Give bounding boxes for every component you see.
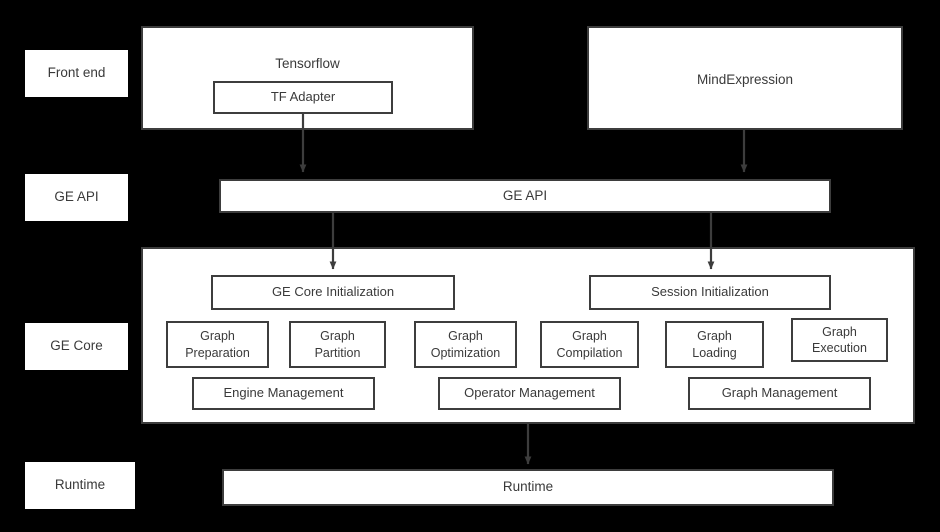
session-initialization-box[interactable]: Session Initialization	[589, 275, 831, 310]
graph-loading-box[interactable]: Graph Loading	[665, 321, 764, 368]
graph-execution-line2: Execution	[812, 341, 867, 355]
layer-label-runtime: Runtime	[25, 462, 135, 509]
graph-compilation-label: Graph Compilation	[556, 328, 622, 361]
operator-management-box[interactable]: Operator Management	[438, 377, 621, 410]
graph-optimization-label: Graph Optimization	[431, 328, 500, 361]
graph-partition-label: Graph Partition	[315, 328, 361, 361]
tensorflow-title: Tensorflow	[275, 56, 340, 71]
layer-label-ge-core: GE Core	[25, 323, 128, 370]
graph-management-label: Graph Management	[721, 385, 838, 401]
layer-label-front-end: Front end	[25, 50, 128, 97]
graph-preparation-label: Graph Preparation	[185, 328, 250, 361]
graph-loading-line1: Graph	[697, 329, 732, 344]
graph-preparation-line1: Graph	[200, 329, 235, 344]
runtime-bar[interactable]: Runtime	[222, 469, 834, 506]
graph-optimization-line1: Graph	[448, 329, 483, 344]
graph-compilation-line1: Graph	[572, 329, 607, 344]
ge-api-bar[interactable]: GE API	[219, 179, 831, 213]
ge-core-initialization-label: GE Core Initialization	[271, 284, 395, 300]
mindexpression-title: MindExpression	[696, 72, 794, 87]
ge-api-bar-label: GE API	[502, 187, 548, 203]
session-initialization-label: Session Initialization	[651, 284, 769, 300]
layer-label-ge-api: GE API	[25, 174, 128, 221]
graph-execution-box[interactable]: Graph Execution	[791, 318, 888, 362]
graph-optimization-line2: Optimization	[430, 345, 501, 360]
graph-optimization-box[interactable]: Graph Optimization	[414, 321, 517, 368]
graph-partition-line1: Graph	[320, 329, 355, 344]
layer-label-front-end-text: Front end	[47, 65, 106, 81]
graph-partition-line2: Partition	[314, 345, 361, 360]
graph-preparation-line2: Preparation	[185, 345, 250, 360]
graph-execution-label: Graph Execution	[812, 324, 867, 357]
graph-partition-box[interactable]: Graph Partition	[289, 321, 386, 368]
runtime-bar-label: Runtime	[502, 479, 554, 495]
tf-adapter-label: TF Adapter	[270, 89, 336, 105]
layer-label-ge-api-text: GE API	[54, 189, 99, 205]
graph-management-box[interactable]: Graph Management	[688, 377, 871, 410]
graph-compilation-line2: Compilation	[556, 345, 623, 360]
graph-loading-label: Graph Loading	[692, 328, 737, 361]
graph-preparation-box[interactable]: Graph Preparation	[166, 321, 269, 368]
layer-label-runtime-text: Runtime	[54, 477, 106, 493]
graph-loading-line2: Loading	[692, 345, 737, 360]
engine-management-label: Engine Management	[223, 385, 344, 401]
tf-adapter-box[interactable]: TF Adapter	[213, 81, 393, 114]
tensorflow-container[interactable]: Tensorflow	[141, 26, 474, 130]
ge-core-initialization-box[interactable]: GE Core Initialization	[211, 275, 455, 310]
layer-label-ge-core-text: GE Core	[50, 338, 103, 354]
mindexpression-container[interactable]: MindExpression	[587, 26, 903, 130]
engine-management-box[interactable]: Engine Management	[192, 377, 375, 410]
operator-management-label: Operator Management	[464, 385, 595, 401]
graph-execution-line1: Graph	[822, 324, 857, 339]
graph-compilation-box[interactable]: Graph Compilation	[540, 321, 639, 368]
